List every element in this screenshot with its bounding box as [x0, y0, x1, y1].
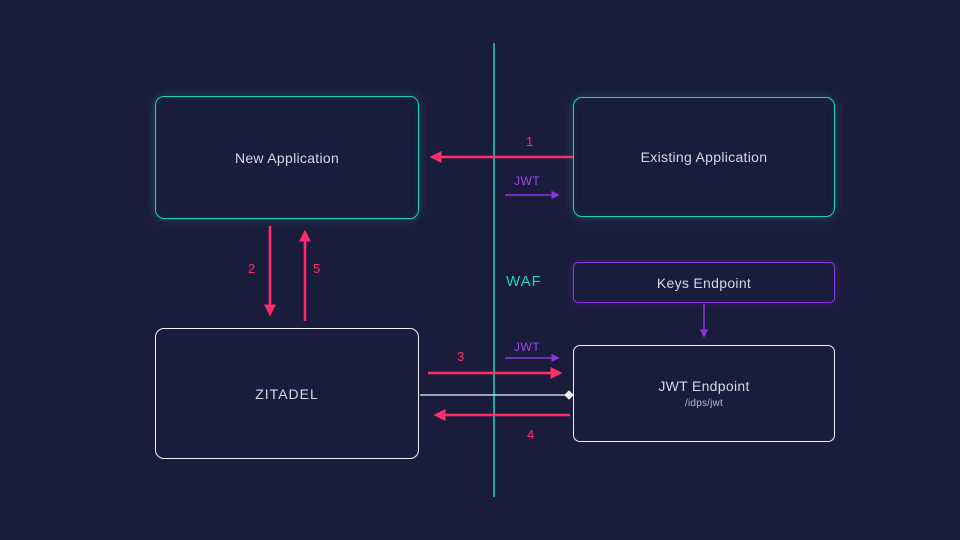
box-new-application: New Application — [155, 96, 419, 219]
box-existing-application: Existing Application — [573, 97, 835, 217]
box-jwt-endpoint-path: /idps/jwt — [685, 398, 723, 409]
jwt-label-top: JWT — [514, 174, 541, 188]
step-2-label: 2 — [248, 261, 256, 276]
box-new-application-label: New Application — [234, 149, 340, 166]
step-5-label: 5 — [313, 261, 321, 276]
box-keys-endpoint-label: Keys Endpoint — [656, 274, 752, 291]
box-existing-application-label: Existing Application — [640, 149, 768, 165]
waf-label: WAF — [506, 273, 542, 290]
step-3-label: 3 — [457, 349, 465, 364]
box-zitadel-label: ZITADEL — [255, 385, 319, 402]
box-jwt-endpoint-label: JWT Endpoint — [658, 378, 750, 394]
box-keys-endpoint: Keys Endpoint — [573, 262, 835, 303]
step-1-label: 1 — [526, 134, 534, 149]
step-4-label: 4 — [527, 427, 535, 442]
jwt-label-bottom: JWT — [514, 340, 541, 354]
box-zitadel: ZITADEL — [155, 328, 419, 459]
box-jwt-endpoint: JWT Endpoint /idps/jwt — [573, 345, 835, 442]
